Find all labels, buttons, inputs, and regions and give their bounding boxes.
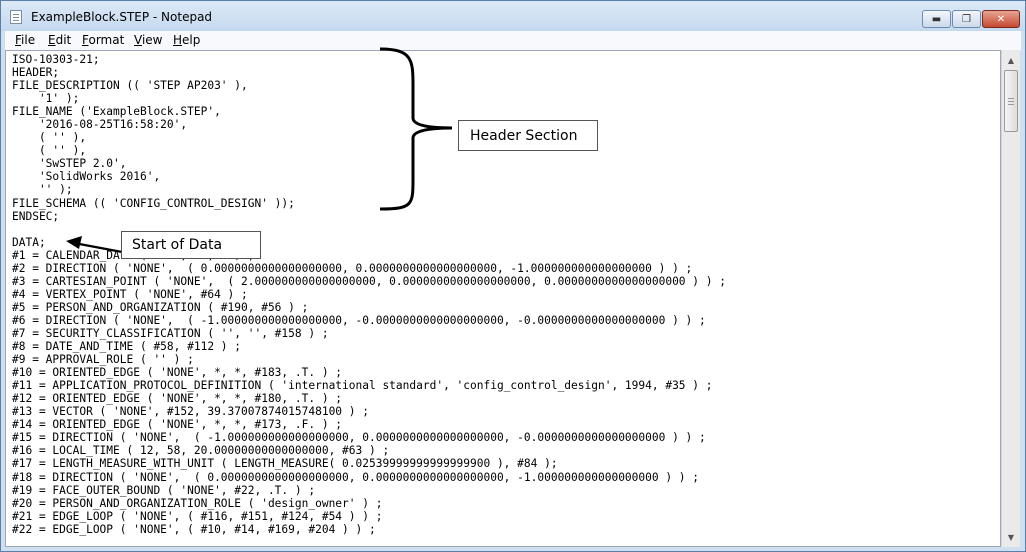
file-content[interactable]: ISO-10303-21; HEADER; FILE_DESCRIPTION (… <box>12 53 726 536</box>
menu-file[interactable]: File <box>15 33 36 47</box>
grip-icon <box>1008 98 1014 99</box>
close-button[interactable]: ✕ <box>982 10 1020 28</box>
scroll-thumb[interactable] <box>1004 70 1018 132</box>
window-title: ExampleBlock.STEP - Notepad <box>31 10 213 24</box>
menu-edit[interactable]: Edit <box>48 33 72 47</box>
scroll-down-icon[interactable]: ▼ <box>1007 532 1015 542</box>
menu-view[interactable]: View <box>134 33 163 47</box>
minimize-button[interactable]: ▬ <box>922 10 951 28</box>
start-of-data-callout: Start of Data <box>121 231 261 259</box>
menu-bar: File Edit Format View Help <box>5 31 1021 50</box>
maximize-button[interactable]: ❐ <box>952 10 981 28</box>
header-section-callout: Header Section <box>458 120 598 151</box>
menu-format[interactable]: Format <box>82 33 125 47</box>
start-of-data-arrow-icon <box>66 236 82 249</box>
start-of-data-arrow-line <box>73 241 123 254</box>
title-bar[interactable]: ExampleBlock.STEP - Notepad ▬ ❐ ✕ <box>1 1 1025 31</box>
vertical-scrollbar[interactable]: ▲ ▼ <box>1001 50 1020 547</box>
notepad-icon <box>10 10 22 24</box>
header-brace-icon <box>379 47 453 211</box>
menu-help[interactable]: Help <box>173 33 201 47</box>
text-editor-area[interactable]: ISO-10303-21; HEADER; FILE_DESCRIPTION (… <box>5 50 1001 547</box>
scroll-up-icon[interactable]: ▲ <box>1007 55 1015 65</box>
